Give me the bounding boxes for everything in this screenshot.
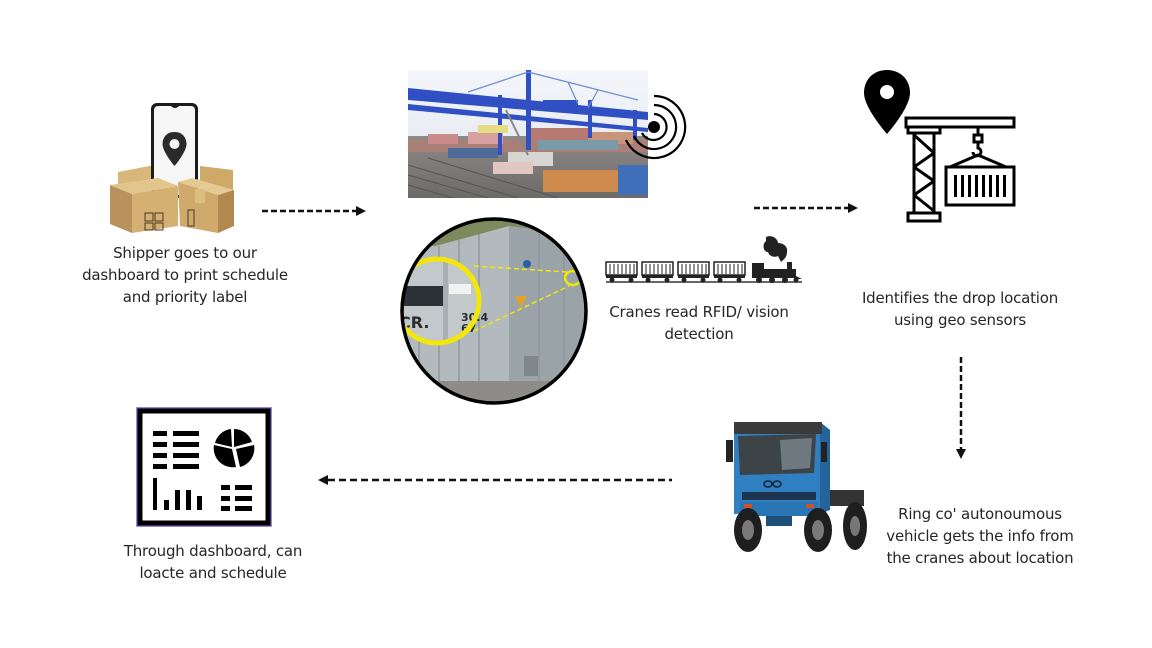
cranes-caption: Cranes read RFID/ vision detection <box>590 301 808 345</box>
arrow-left <box>318 475 672 485</box>
shipper-caption: Shipper goes to our dashboard to print s… <box>55 242 315 308</box>
container-marking: CR. <box>399 313 429 332</box>
autonomous-truck-image <box>722 418 870 554</box>
shipper-illustration <box>100 100 240 235</box>
caption-line: detection <box>664 325 734 343</box>
rfid-signal-icon <box>625 94 687 160</box>
caption-line: Cranes read RFID/ vision <box>609 303 789 321</box>
vehicle-caption: Ring co' autonoumous vehicle gets the in… <box>862 503 1098 569</box>
dashboard-icon <box>136 407 272 527</box>
crane-container-icon <box>904 116 1016 223</box>
arrow-down <box>956 357 966 459</box>
caption-line: Ring co' autonoumous <box>898 505 1062 523</box>
arrow-right <box>754 203 858 213</box>
caption-line: the cranes about location <box>886 549 1074 567</box>
caption-line: vehicle gets the info from <box>886 527 1074 545</box>
caption-line: Identifies the drop location <box>861 289 1059 307</box>
geo-caption: Identifies the drop location using geo s… <box>840 287 1080 331</box>
train-icon <box>605 236 802 284</box>
caption-line: Shipper goes to our <box>113 244 257 262</box>
caption-line: loacte and schedule <box>139 564 287 582</box>
gantry-crane-photo <box>408 70 648 198</box>
caption-line: using geo sensors <box>893 311 1027 329</box>
caption-line: dashboard to print schedule <box>82 266 288 284</box>
arrow-right <box>262 206 366 216</box>
phone-with-boxes-icon <box>110 103 234 233</box>
container-rfid-tag-photo: CR. 30.4 67 <box>399 216 589 406</box>
dashboard-caption: Through dashboard, can loacte and schedu… <box>100 540 326 584</box>
location-pin-icon <box>864 70 910 134</box>
caption-line: and priority label <box>122 288 248 306</box>
caption-line: Through dashboard, can <box>123 542 303 560</box>
